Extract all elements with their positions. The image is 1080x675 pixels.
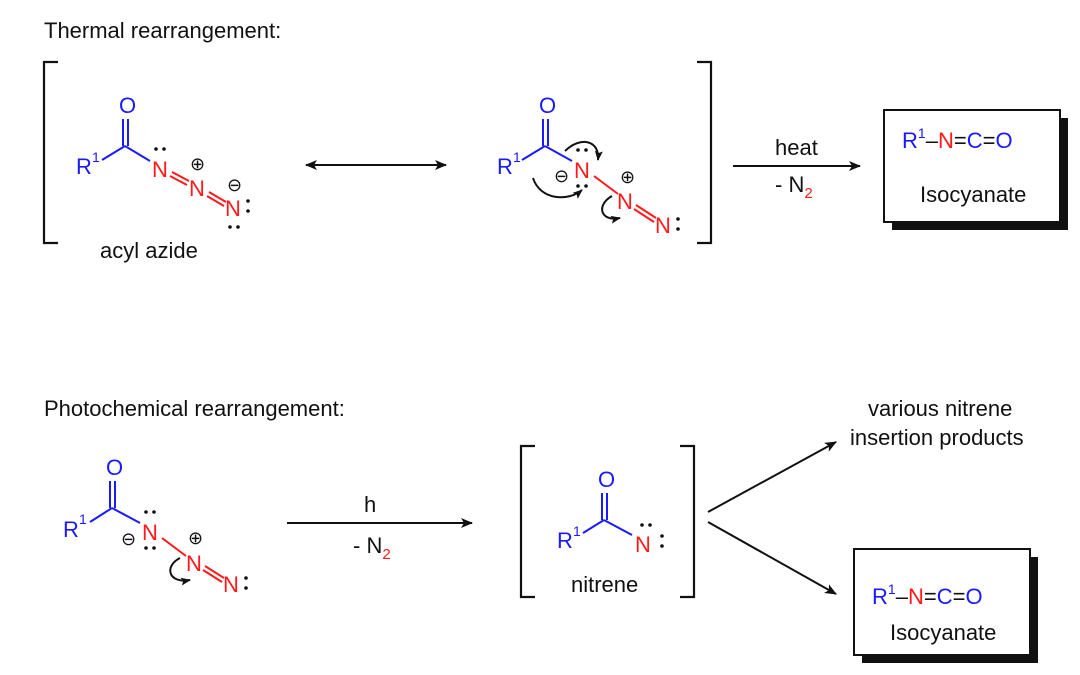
svg-text:⊖: ⊖ xyxy=(121,529,136,549)
thermal-heading: Thermal rearrangement: xyxy=(44,18,281,43)
svg-text:N: N xyxy=(142,520,158,545)
svg-text:O: O xyxy=(598,467,615,492)
nitrogen-atom-3: N xyxy=(225,196,241,221)
svg-text:1: 1 xyxy=(92,149,100,165)
isocyanate-box-photo: R1–N=C=O Isocyanate xyxy=(853,548,1038,663)
insertion-products-line2: insertion products xyxy=(850,425,1024,450)
heat-label: heat xyxy=(775,135,818,160)
resonance-structure: O R 1 N ⊖ ⊕ N N xyxy=(497,93,680,238)
svg-text:O: O xyxy=(106,455,123,480)
acyl-azide-label: acyl azide xyxy=(100,238,198,263)
svg-text:R1–N=C=O: R1–N=C=O xyxy=(872,581,983,609)
svg-text:O: O xyxy=(539,93,556,118)
svg-text:R: R xyxy=(557,528,573,553)
nitrogen-atom-2: N xyxy=(189,176,205,201)
svg-text:⊖: ⊖ xyxy=(554,166,569,186)
branch-arrow-down xyxy=(707,521,837,595)
svg-text:⊕: ⊕ xyxy=(188,528,203,548)
plus-charge: ⊕ xyxy=(190,154,205,174)
isocyanate-box-thermal: R1–N=C=O Isocyanate xyxy=(883,109,1068,230)
svg-text:N: N xyxy=(655,213,671,238)
svg-text:R1–N=C=O: R1–N=C=O xyxy=(902,125,1013,153)
minus-n2-label-thermal: - N2 xyxy=(775,172,813,202)
oxygen-atom: O xyxy=(119,93,136,118)
branch-arrow-up xyxy=(707,441,837,513)
svg-text:1: 1 xyxy=(573,523,581,539)
svg-text:1: 1 xyxy=(79,511,87,527)
isocyanate-label-thermal: Isocyanate xyxy=(920,182,1026,207)
nitrogen-atom-1: N xyxy=(152,157,168,182)
svg-text:N: N xyxy=(617,189,633,214)
photo-azide-structure: O R 1 N ⊖ ⊕ N N xyxy=(63,455,248,597)
right-bracket xyxy=(697,60,713,245)
svg-text:R: R xyxy=(63,517,79,542)
photochemical-heading: Photochemical rearrangement: xyxy=(44,396,345,421)
nitrene-right-bracket xyxy=(680,444,696,599)
r1-group: R xyxy=(76,154,92,179)
svg-text:⊕: ⊕ xyxy=(620,167,635,187)
svg-text:N: N xyxy=(186,551,202,576)
svg-text:N: N xyxy=(574,158,590,183)
acyl-azide-structure: O R 1 N N ⊕ N ⊖ xyxy=(76,93,250,229)
nitrene-label: nitrene xyxy=(571,572,638,597)
left-bracket xyxy=(42,60,58,245)
h-label: h xyxy=(364,492,376,517)
minus-charge: ⊖ xyxy=(227,175,242,195)
svg-text:N: N xyxy=(223,572,239,597)
minus-n2-label-photo: - N2 xyxy=(353,533,391,563)
isocyanate-label-photo: Isocyanate xyxy=(890,620,996,645)
svg-text:N: N xyxy=(635,532,651,557)
svg-text:1: 1 xyxy=(513,149,521,165)
insertion-products-line1: various nitrene xyxy=(868,396,1012,421)
nitrene-left-bracket xyxy=(519,444,535,599)
svg-text:R: R xyxy=(497,154,513,179)
nitrene-structure: O R 1 N xyxy=(557,467,664,557)
